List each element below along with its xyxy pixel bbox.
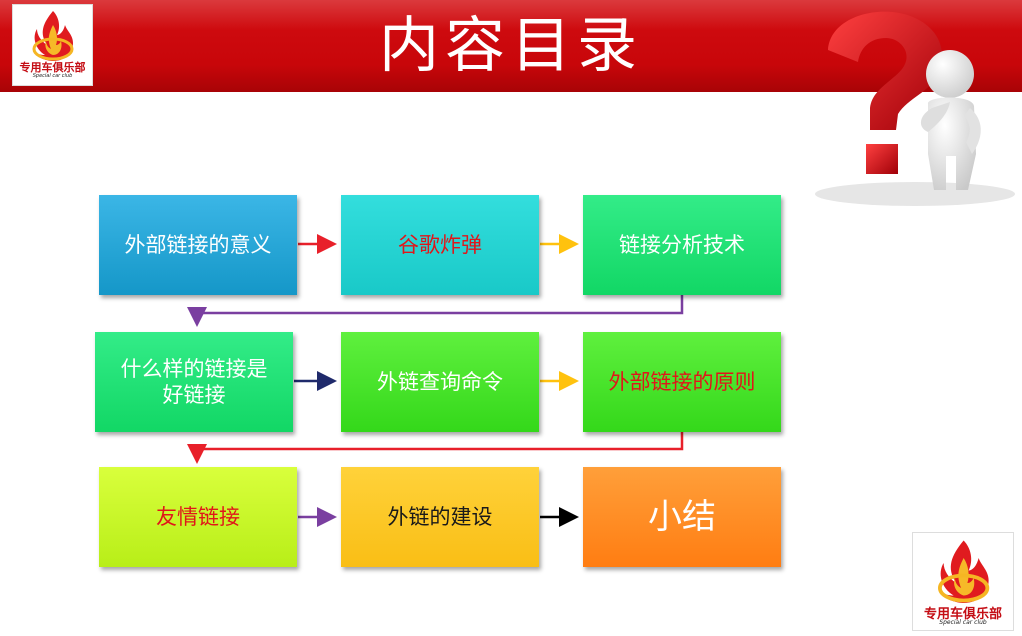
arrow-turn-2 xyxy=(187,432,684,464)
box-label: 链接分析技术 xyxy=(619,233,745,257)
box-label: 什么样的链接是好链接 xyxy=(120,357,268,407)
box-good-links[interactable]: 什么样的链接是好链接 xyxy=(95,332,293,432)
box-summary[interactable]: 小结 xyxy=(583,467,781,567)
logo-name: 专用车俱乐部 xyxy=(19,61,86,74)
club-logo-bottom: 专用车俱乐部 Special car club xyxy=(912,532,1014,631)
box-google-bomb[interactable]: 谷歌炸弹 xyxy=(341,195,539,295)
box-label: 外部链接的原则 xyxy=(608,370,756,394)
box-label: 外部链接的意义 xyxy=(124,233,272,257)
box-link-analysis[interactable]: 链接分析技术 xyxy=(583,195,781,295)
club-logo-top: 专用车俱乐部 Special car club xyxy=(12,4,93,86)
box-label: 外链查询命令 xyxy=(377,370,503,394)
flame-logo-icon xyxy=(32,11,74,61)
box-label: 外链的建设 xyxy=(387,505,493,529)
box-label: 友情链接 xyxy=(156,505,240,529)
question-mark-thinking-figure-icon xyxy=(815,11,1015,206)
box-label: 谷歌炸弹 xyxy=(398,233,482,257)
logo-subtitle: Special car club xyxy=(939,619,987,626)
box-external-link-meaning[interactable]: 外部链接的意义 xyxy=(99,195,297,295)
page-title: 内容目录 xyxy=(379,11,643,81)
box-label: 小结 xyxy=(648,497,716,537)
logo-subtitle: Special car club xyxy=(32,73,73,79)
box-link-query-command[interactable]: 外链查询命令 xyxy=(341,332,539,432)
box-friend-links[interactable]: 友情链接 xyxy=(99,467,297,567)
box-link-principles[interactable]: 外部链接的原则 xyxy=(583,332,781,432)
flame-logo-icon xyxy=(938,540,990,603)
box-link-building[interactable]: 外链的建设 xyxy=(341,467,539,567)
logo-name: 专用车俱乐部 xyxy=(923,607,1002,622)
arrow-turn-1 xyxy=(187,295,684,327)
